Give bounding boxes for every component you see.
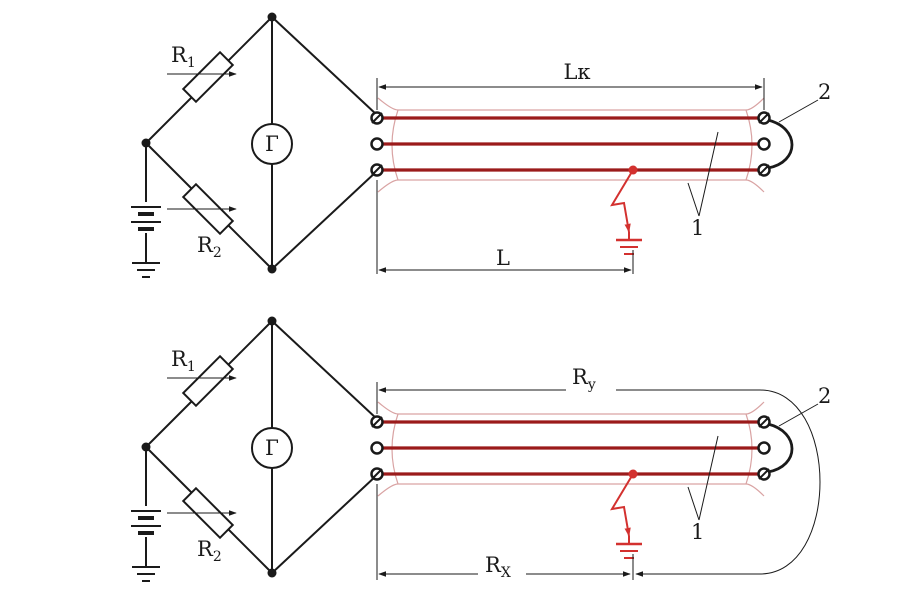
near-terminals [370,111,384,177]
ground-icon [132,262,160,278]
top-panel: R1 R2 Г [131,12,831,278]
bridge-lead-top [271,320,378,420]
conductors-leader-a [687,486,700,521]
resistor-r2 [167,182,237,236]
cable [377,401,765,497]
battery-icon [131,447,161,566]
node-bottom [267,264,277,274]
far-terminals [757,111,771,177]
fault-icon [610,469,642,559]
bridge-circuit: R1 R2 Г [131,316,378,582]
node-bottom [267,568,277,578]
link-leader-line [778,99,819,123]
near-terminals [370,415,384,481]
fault-distance-label: L [496,246,510,270]
galvanometer-icon [251,427,293,469]
conductors-label: 1 [691,520,704,544]
cable-sheath-top [377,401,765,415]
conductors-label: 1 [691,216,704,240]
battery-icon [131,143,161,262]
shorting-link [767,422,794,474]
r2-label: R2 [197,537,222,565]
ry-label: Ry [572,365,596,393]
r1-label: R1 [171,347,196,375]
conductors-leader-b [698,131,719,217]
cable-length-label: Lк [563,60,590,84]
bridge-lead-bottom [271,170,378,270]
bridge-circuit: R1 R2 Г [131,12,378,278]
cable-sheath-bottom [377,179,765,193]
link-label: 2 [818,80,831,104]
far-terminals [757,415,771,481]
bottom-panel: R1 R2 Г [131,316,831,582]
cable-sheath-top [377,97,765,111]
galvanometer-icon [251,123,293,165]
resistor-r1 [167,354,237,408]
galvanometer-label: Г [265,132,279,156]
link-label: 2 [818,384,831,408]
cable [377,97,765,193]
fault-icon [610,165,642,255]
resistor-r1 [167,50,237,104]
link-leader-line [778,403,819,427]
ry-loop-dimension [378,387,821,577]
node-top [267,12,277,22]
conductors-leader-a [687,182,700,217]
shorting-link [767,118,794,170]
r2-label: R2 [197,233,222,261]
rx-label: RX [485,553,511,581]
galvanometer-label: Г [265,436,279,460]
node-top [267,316,277,326]
bridge-lead-bottom [271,474,378,574]
resistor-r2 [167,486,237,540]
ground-icon [132,566,160,582]
conductors-leader-b [698,435,719,521]
r1-label: R1 [171,43,196,71]
bridge-lead-top [271,16,378,116]
